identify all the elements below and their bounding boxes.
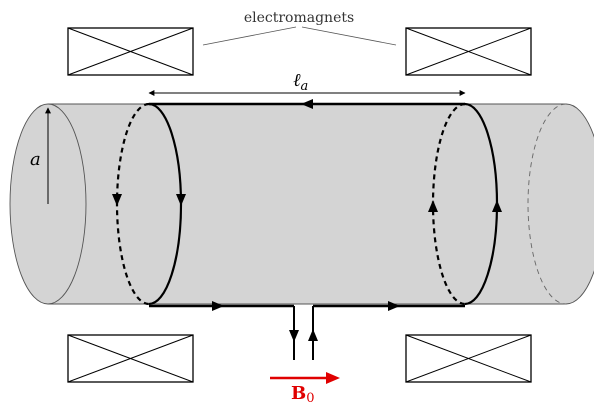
current-arrow-bottom-left <box>212 301 224 311</box>
current-arrow-right-back <box>428 200 438 212</box>
electromagnet-top-left <box>67 27 194 76</box>
current-arrow-feed-up <box>308 329 318 341</box>
current-arrow-right-front <box>492 200 502 212</box>
current-arrow-left-front <box>176 194 186 206</box>
electromagnets-leader-left <box>202 26 297 46</box>
electromagnets-leader-right <box>301 26 397 46</box>
field-arrowhead <box>326 372 340 384</box>
current-arrow-left-back <box>112 194 122 206</box>
current-arrow-top <box>301 99 313 109</box>
current-arrow-bottom-right <box>388 301 400 311</box>
plasma-cylinder <box>9 103 594 305</box>
electromagnet-top-right <box>405 27 532 76</box>
current-arrows <box>112 99 502 342</box>
current-arrow-feed-down <box>289 330 299 342</box>
electromagnet-bottom-left <box>67 334 194 383</box>
radius-label: a <box>30 149 41 170</box>
length-label: ℓa <box>293 70 308 94</box>
field-label: B0 <box>291 383 315 403</box>
electromagnets-label: electromagnets <box>244 10 354 26</box>
electromagnet-bottom-right <box>405 334 532 383</box>
